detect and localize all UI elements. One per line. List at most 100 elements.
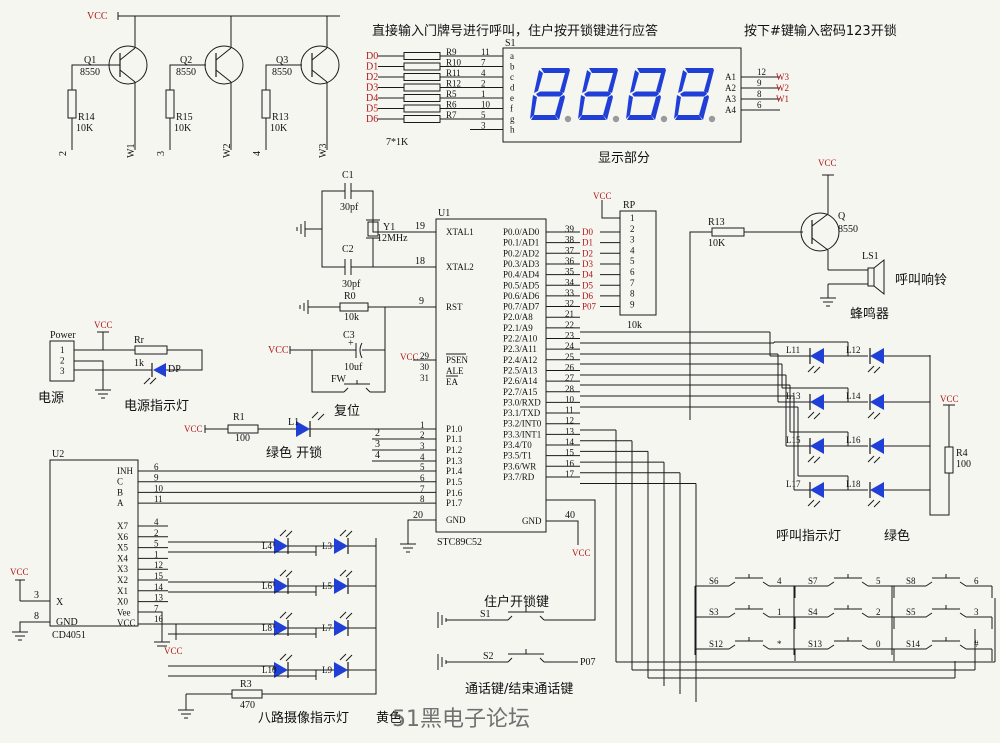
u2-pin-number: 16 xyxy=(154,614,164,624)
s2-p07: P07 xyxy=(580,657,596,668)
digit-anode-label: A3 xyxy=(725,94,736,104)
q-label: Q xyxy=(838,211,846,222)
mcu-pin-number: 3 xyxy=(420,441,425,451)
mcu-pin-number: 29 xyxy=(420,351,430,361)
unlock-key-s1[interactable]: S1 住户开锁键 xyxy=(437,499,596,628)
mcu-pin-name: P2.1/A9 xyxy=(503,323,533,333)
mcu-net-label: D5 xyxy=(582,280,593,290)
net-2: 2 xyxy=(58,151,69,156)
mcu-body xyxy=(435,218,547,533)
mcu-pin-name: PSEN xyxy=(446,355,469,365)
mcu-pin-number: 21 xyxy=(565,309,574,319)
seg-net-label: D5 xyxy=(366,104,378,115)
key-switch-label: S14 xyxy=(906,639,921,649)
rp-pin-number: 5 xyxy=(630,256,635,266)
switch-contact xyxy=(728,581,736,587)
c3-plus: + xyxy=(348,338,354,349)
led-ray xyxy=(339,529,347,537)
camera-led: L7 xyxy=(322,611,353,636)
green-unlock-label: 绿色 开锁 xyxy=(266,445,322,461)
resistor-pack-label: 7*1K xyxy=(386,137,409,148)
u2-pin-name: Vee xyxy=(117,607,131,617)
r4-label: R4 xyxy=(956,448,968,459)
led-ray xyxy=(339,653,347,661)
mcu-net-label: P07 xyxy=(582,302,597,312)
power-label: 电源 xyxy=(38,391,64,406)
mcu-pin-name: P1.5 xyxy=(446,477,463,487)
q-type: 8550 xyxy=(838,224,858,235)
seg-resistor xyxy=(403,94,441,102)
seg-resistor xyxy=(403,115,441,123)
mcu-gnd: 20 xyxy=(400,510,436,553)
mcu-pin-name: XTAL2 xyxy=(446,262,474,272)
y1-label: Y1 xyxy=(383,222,395,233)
mcu-pin-name: P0.3/AD3 xyxy=(503,259,540,269)
power-vcc: VCC xyxy=(94,320,113,330)
camera-led: L3 xyxy=(322,529,353,554)
camera-led-resistor: R3 470 xyxy=(178,538,377,719)
led-ray xyxy=(873,456,881,464)
seven-seg-digit xyxy=(530,68,572,123)
led-body xyxy=(810,394,824,410)
rp-pin-number: 4 xyxy=(630,245,635,255)
r13-value: 10K xyxy=(270,123,288,134)
switch-contact xyxy=(861,612,869,618)
seg-resistor-label: R7 xyxy=(446,110,457,120)
key-char-label: 1 xyxy=(777,607,782,617)
u1-part: STC89C52 xyxy=(437,537,482,548)
reset-vcc: VCC xyxy=(268,345,289,356)
segment xyxy=(656,68,666,93)
led-ray xyxy=(279,529,287,537)
led-ray xyxy=(279,611,287,619)
u2-pin-number: 14 xyxy=(154,582,164,592)
switch-contact xyxy=(827,612,835,618)
key-switch-label: S7 xyxy=(808,576,818,586)
c2-label: C2 xyxy=(342,244,354,255)
q1-label: Q1 xyxy=(84,55,96,66)
keypad-key[interactable]: S7 5 xyxy=(794,574,895,598)
c1-value: 30pf xyxy=(340,202,359,213)
talk-key-label: 通话键/结束通话键 xyxy=(465,682,573,697)
mcu-pin-number: 17 xyxy=(565,469,575,479)
mcu-pin-name: P1.7 xyxy=(446,498,463,508)
r13b-label: R13 xyxy=(708,217,725,228)
seven-seg-digit xyxy=(674,68,716,123)
u2-pin-number: 13 xyxy=(154,593,164,603)
key-char-label: 5 xyxy=(876,576,881,586)
mcu-pin-name: GND xyxy=(446,515,466,525)
keypad-key[interactable]: S14# xyxy=(892,637,993,661)
switch-contact xyxy=(762,612,770,618)
power-led-label: 电源指示灯 xyxy=(124,399,189,414)
talk-key-s2[interactable]: S2 P07 通话键/结束通话键 xyxy=(437,649,596,697)
q3-label: Q3 xyxy=(276,55,288,66)
led-ray xyxy=(285,612,293,620)
call-led: L14 xyxy=(846,391,884,420)
mcu-pin-name: XTAL1 xyxy=(446,227,474,237)
led-body xyxy=(274,538,288,554)
segment xyxy=(534,70,543,93)
call-led: L13 xyxy=(786,391,824,420)
yellow-label: 黄色 xyxy=(376,710,402,726)
call-led: L11 xyxy=(786,345,824,374)
led-ray xyxy=(285,654,293,662)
seg-pin-letter: c xyxy=(510,72,514,82)
ring-label: 呼叫响铃 xyxy=(895,272,947,288)
key-switch-label: S13 xyxy=(808,639,823,649)
segment xyxy=(632,91,659,97)
keypad-key[interactable]: S12* xyxy=(695,637,796,661)
segment xyxy=(699,95,709,120)
mcu-pin-name: P3.4/T0 xyxy=(503,440,532,450)
r15-label: R15 xyxy=(176,112,193,123)
mcu-pin-number: 15 xyxy=(565,448,575,458)
pin-40-ext: 40 xyxy=(565,510,575,521)
